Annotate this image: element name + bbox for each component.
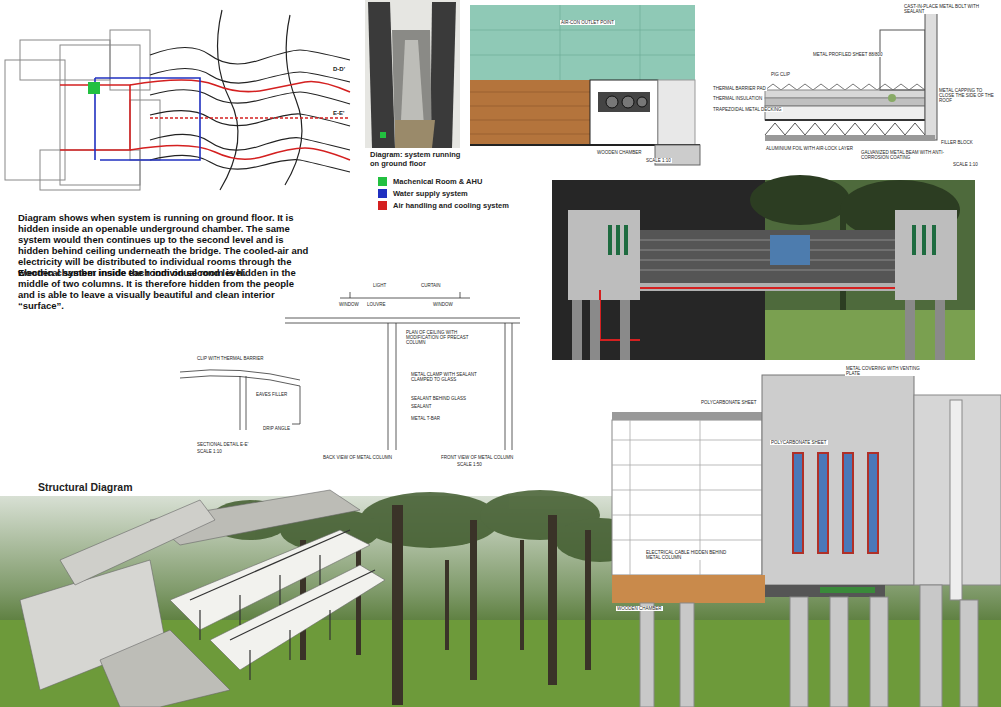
annotation-label: WOODEN CHAMBER	[596, 150, 643, 155]
annotation-label: METAL T-BAR	[410, 416, 441, 421]
annotation-label: SCALE 1:50	[456, 462, 483, 467]
annotation-label: SCALE 1:10	[196, 449, 223, 454]
annotation-label: SECTIONAL DETAIL E-E'	[196, 442, 249, 447]
annotation-label: E-E'	[332, 110, 345, 117]
annotation-label: FRONT VIEW OF METAL COLUMN	[440, 455, 514, 460]
panel-heading: Structural Diagram	[38, 481, 133, 493]
annotation-label: THERMAL BARRIER PAD	[712, 86, 767, 91]
annotation-label: POLYCARBONATE SHEET	[700, 400, 758, 405]
annotation-label: LOUVRE	[366, 302, 387, 307]
annotation-label: PIG CLIP	[770, 72, 791, 77]
annotation-label: DRIP ANGLE	[262, 426, 291, 431]
description-text: Electrical system inside each individual…	[18, 268, 310, 312]
annotation-label: AIR-CON OUTLET POINT	[560, 20, 615, 25]
annotation-label: SEALANT	[410, 404, 433, 409]
annotation-label: METAL COVERING WITH VENTING PLATE	[845, 366, 927, 376]
annotation-label: METAL CAPPING TO CLOSE THE SIDE OF THE R…	[938, 88, 998, 104]
legend-text: Machenical Room & AHU	[393, 177, 482, 186]
annotation-label: SCALE 1:10	[645, 158, 672, 163]
annotation-label: METAL PROFILED SHEET 88/800	[812, 52, 883, 57]
annotation-label: EAVES FILLER	[255, 392, 288, 397]
annotation-label: PLAN OF CEILING WITH MODIFICATION OF PRE…	[405, 330, 487, 346]
annotation-label: WINDOW	[432, 302, 454, 307]
annotation-label: CLIP WITH THERMAL BARRIER	[196, 356, 264, 361]
legend-text: Air handling and cooling system	[393, 201, 509, 210]
annotation-label: TRAPEZOIDAL METAL DECKING	[712, 107, 783, 112]
annotation-label: FILLER BLOCK	[940, 140, 974, 145]
legend-swatch	[378, 177, 387, 186]
annotation-label: WOODEN CHAMBER	[616, 606, 663, 611]
annotation-label: ALUMINIUM FOIL WITH AIR-LOCK LAYER	[765, 146, 857, 151]
annotation-label: THERMAL INSULATION	[712, 96, 763, 101]
annotation-label: SEALANT BEHIND GLASS	[410, 396, 467, 401]
legend-swatch	[378, 189, 387, 198]
annotation-label: ELECTRICAL CABLE HIDDEN BEHIND METAL COL…	[645, 550, 737, 560]
annotation-label: METAL CLAMP WITH SEALANT CLAMPED TO GLAS…	[410, 372, 482, 382]
legend-row: Machenical Room & AHU	[378, 177, 482, 186]
legend-text: Water supply system	[393, 189, 468, 198]
annotation-label: BACK VIEW OF METAL COLUMN	[322, 455, 393, 460]
legend-row: Air handling and cooling system	[378, 201, 509, 210]
annotation-label: WINDOW	[338, 302, 360, 307]
annotation-label: SCALE 1:10	[952, 162, 979, 167]
legend-row: Water supply system	[378, 189, 468, 198]
annotation-label: D-D'	[332, 66, 346, 73]
annotation-label: GALVANIZED METAL BEAM WITH ANTI-CORROSIO…	[860, 150, 952, 160]
legend-swatch	[378, 201, 387, 210]
annotation-label: CURTAIN	[420, 283, 442, 288]
annotation-label: CAST-IN-PLACE METAL BOLT WITH SEALANT	[903, 4, 990, 14]
annotation-label: Diagram: system running on ground floor	[370, 151, 470, 168]
annotation-label: LIGHT	[372, 283, 387, 288]
annotation-label: POLYCARBONATE SHEET	[770, 440, 828, 445]
